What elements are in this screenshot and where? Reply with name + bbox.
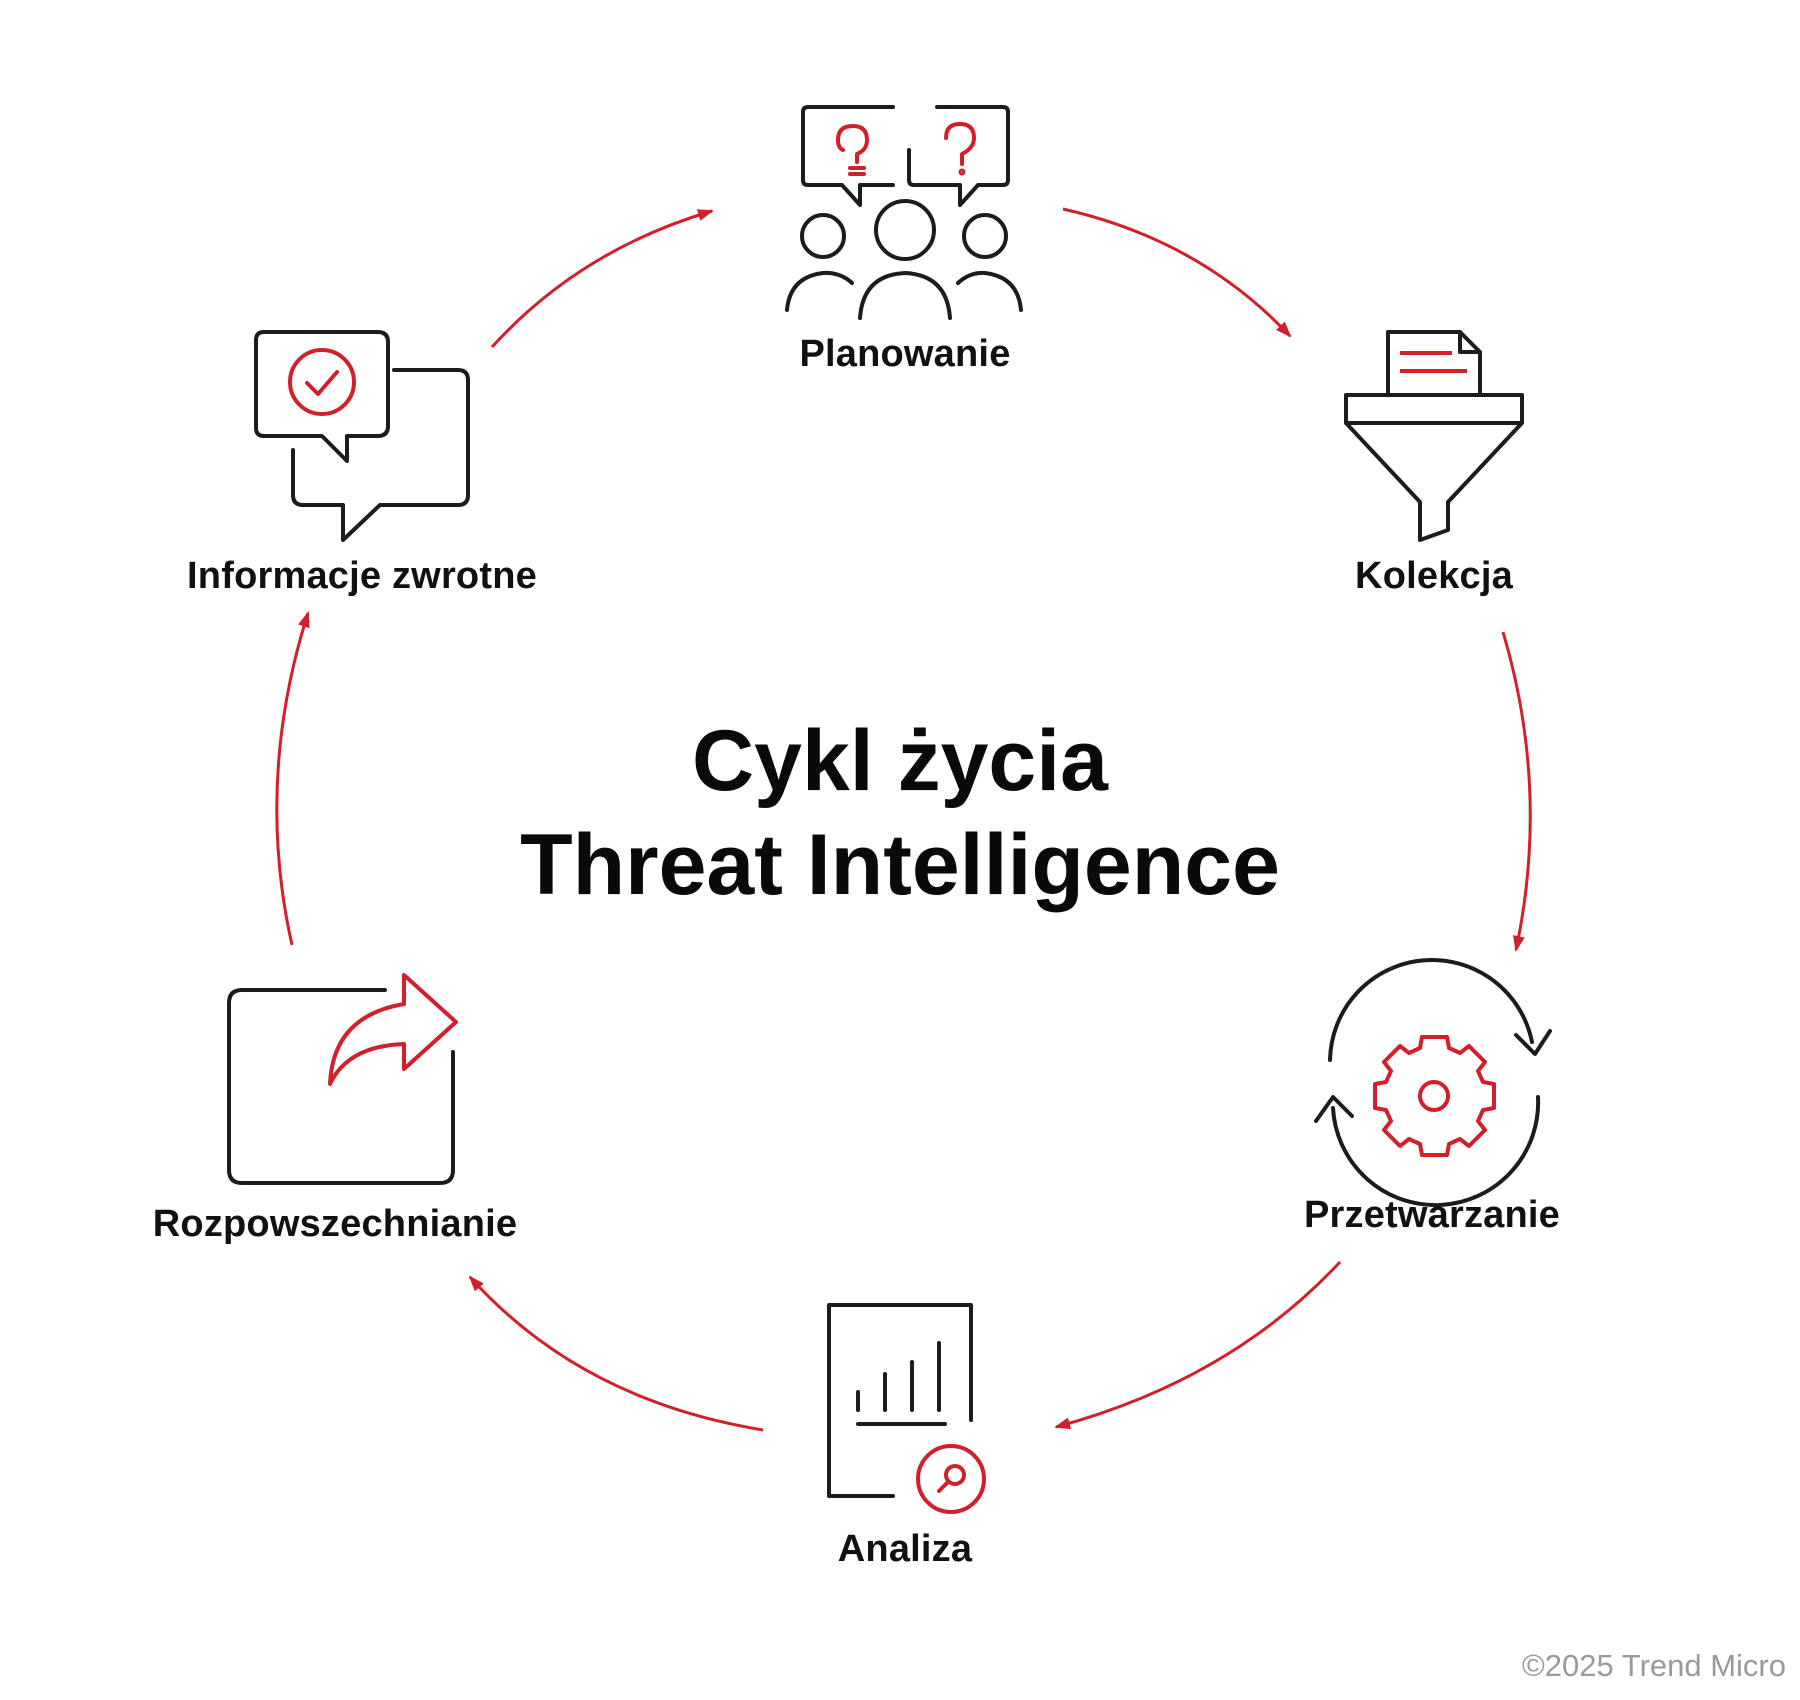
funnel-document-icon [1344,330,1524,542]
diagram-title-line-2: Threat Intelligence [520,817,1280,913]
arrow-dissemination-to-feedback [275,611,310,946]
arrow-planning-to-collection [1062,207,1292,338]
cycle-arrows [275,207,1532,1432]
chat-check-icon [254,330,470,542]
team-questions-icon [785,105,1023,320]
gear-cycle-icon [1314,958,1552,1208]
report-chart-magnifier-icon [827,1303,986,1514]
stage-label-collection: Kolekcja [1355,555,1513,597]
stage-label-planning: Planowanie [799,333,1011,375]
arrow-processing-to-analysis [1054,1260,1342,1430]
copyright-notice: ©2025 Trend Micro [1521,1648,1786,1683]
arrow-analysis-to-dissemination [468,1275,764,1432]
share-arrow-icon [227,973,458,1185]
stage-label-analysis: Analiza [837,1528,973,1570]
stage-label-feedback: Informacje zwrotne [187,555,537,597]
arrow-feedback-to-planning [490,209,714,349]
stage-label-processing: Przetwarzanie [1303,1194,1561,1236]
arrow-collection-to-processing [1501,631,1532,952]
diagram-title-line-1: Cykl życia [692,713,1108,809]
stage-label-dissemination: Rozpowszechnianie [152,1203,518,1245]
